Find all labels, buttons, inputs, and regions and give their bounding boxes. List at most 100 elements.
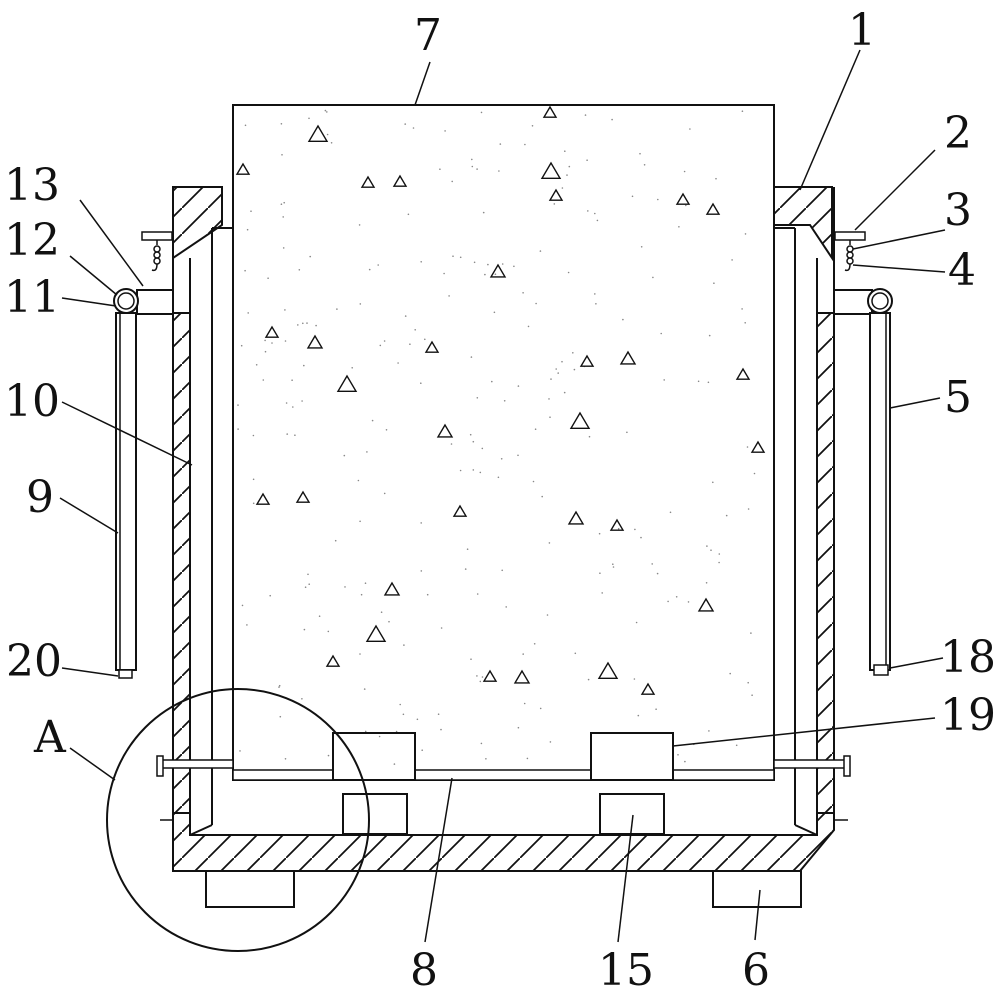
speckle — [464, 568, 467, 570]
speckle — [271, 342, 273, 344]
aggregate-triangle — [675, 192, 691, 205]
speckle — [309, 255, 312, 258]
speckle — [522, 292, 524, 294]
label-2: 2 — [944, 108, 972, 159]
speckle — [626, 431, 628, 434]
speckle — [729, 672, 731, 675]
speckle — [533, 643, 536, 645]
speckle — [326, 111, 328, 113]
speckle — [588, 435, 591, 438]
speckle — [470, 658, 472, 660]
speckle — [412, 127, 415, 129]
speckle — [267, 277, 269, 280]
aggregate-triangle — [307, 124, 329, 143]
speckle — [487, 263, 489, 266]
speckle — [484, 273, 486, 276]
leader-lines — [59, 49, 946, 943]
speckle — [493, 311, 496, 314]
speckle — [244, 124, 247, 127]
speckle — [303, 364, 305, 367]
speckle — [385, 429, 388, 431]
label-10: 10 — [4, 376, 60, 427]
speckle — [334, 539, 337, 542]
speckle — [286, 433, 289, 435]
speckle — [481, 447, 484, 450]
speckle — [443, 272, 445, 275]
speckle — [421, 749, 424, 751]
aggregate-triangle — [360, 175, 376, 188]
aggregate-triangle — [640, 682, 656, 695]
speckle — [285, 402, 288, 404]
speckle — [420, 382, 422, 385]
speckle — [494, 273, 497, 276]
speckle — [330, 142, 333, 144]
aggregate-triangle — [295, 490, 311, 503]
label-12: 12 — [4, 215, 60, 266]
speckle — [517, 385, 520, 387]
speckle — [574, 652, 577, 655]
right-chain-link — [846, 245, 854, 253]
speckle — [450, 443, 453, 445]
left-bar-tip — [118, 669, 133, 679]
speckle — [697, 380, 700, 383]
speckle — [359, 653, 361, 655]
speckle — [710, 549, 712, 551]
speckle — [596, 219, 599, 222]
speckle — [291, 379, 293, 382]
speckle — [399, 703, 402, 706]
label-18: 18 — [940, 632, 996, 683]
speckle — [652, 276, 654, 279]
speckle — [660, 332, 662, 335]
aggregate-triangle — [489, 263, 507, 278]
speckle — [364, 730, 367, 733]
speckle — [378, 735, 381, 738]
speckle — [252, 502, 255, 505]
speckle — [343, 454, 346, 457]
tray-left — [232, 769, 334, 781]
speckle — [677, 754, 679, 756]
tray-mid — [414, 769, 592, 781]
speckle — [351, 367, 354, 369]
speckle — [476, 593, 479, 595]
aggregate-triangle — [513, 669, 531, 684]
speckle — [282, 216, 285, 218]
speckle — [282, 247, 285, 249]
speckle — [315, 324, 317, 327]
speckle — [633, 678, 636, 680]
speckle — [639, 152, 641, 155]
speckle — [601, 592, 603, 594]
speckle — [439, 168, 441, 170]
speckle — [244, 269, 246, 272]
speckle — [280, 123, 283, 125]
speckle — [479, 471, 482, 474]
speckle — [685, 204, 687, 207]
aggregate-triangle — [542, 105, 558, 118]
speckle — [469, 433, 472, 436]
speckle — [635, 621, 638, 624]
speckle — [471, 165, 474, 168]
speckle — [725, 514, 728, 517]
speckle — [301, 400, 303, 402]
speckle — [301, 698, 303, 700]
rod-right-end — [843, 755, 851, 777]
speckle — [247, 312, 249, 314]
speckle — [297, 324, 299, 326]
speckle — [326, 133, 329, 136]
speckle — [744, 233, 747, 235]
speckle — [587, 210, 589, 212]
speckle — [718, 561, 720, 564]
speckle — [751, 694, 753, 696]
aggregate-triangle — [548, 188, 564, 201]
right-hanging-bar — [869, 312, 891, 671]
speckle — [640, 246, 643, 248]
speckle — [327, 754, 330, 757]
label-13: 13 — [4, 160, 60, 211]
speckle — [241, 604, 244, 607]
speckle — [239, 750, 241, 752]
speckle — [284, 340, 287, 342]
speckle — [563, 391, 566, 394]
speckle — [452, 255, 454, 257]
speckle — [480, 111, 483, 114]
lug-right — [590, 732, 674, 780]
speckle — [402, 713, 405, 716]
